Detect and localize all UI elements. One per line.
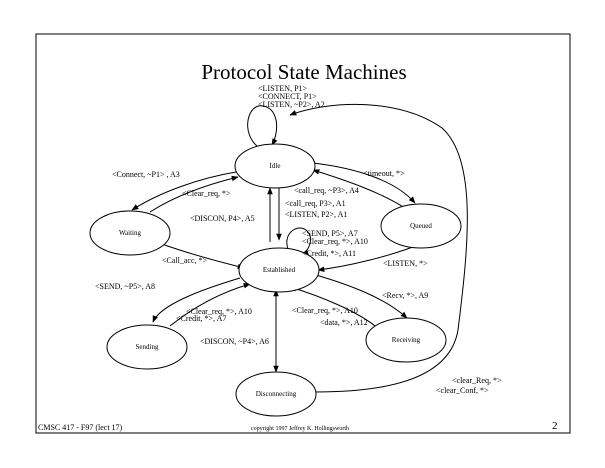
- state-disconnecting-node: [235, 371, 317, 417]
- state-idle-label: Idle: [270, 162, 281, 170]
- label-waiting-to-idle: <Clear_req, *>: [182, 189, 231, 198]
- state-idle-node: [234, 143, 316, 189]
- state-established-label: Established: [263, 266, 296, 274]
- edge-waiting-to-idle: [149, 175, 239, 213]
- label-est-self-2: <Clear_req, *>, A10: [302, 237, 368, 246]
- state-established-node: [238, 247, 320, 293]
- slide-frame: [35, 33, 571, 434]
- state-sending-label: Sending: [136, 343, 159, 351]
- label-waiting-to-established: <Call_acc, *>: [162, 256, 207, 265]
- label-est-self-1: <SEND, P5>, A7: [302, 229, 358, 238]
- label-established-to-receiving: <Recv, *>, A9: [382, 291, 428, 300]
- edge-queued-to-idle: [312, 169, 406, 209]
- edge-sending-to-established: [169, 283, 251, 327]
- footer-copyright: copyright 1997 Jeffrey K. Hollingsworth: [251, 425, 349, 432]
- state-receiving-node: [365, 317, 447, 363]
- label-est-self-3: <Credit, *>, A11: [302, 249, 356, 258]
- label-idle-to-waiting: <Connect, ~P1> , A3: [112, 170, 180, 179]
- edge-waiting-to-established: [161, 243, 245, 270]
- edge-established-to-receiving: [315, 274, 408, 319]
- edge-queued-to-established: [317, 244, 419, 272]
- label-queued-to-idle: <call_req, ~P3>, A4: [294, 186, 359, 195]
- edge-idle-to-queued: [312, 162, 416, 204]
- label-established-to-idle: <DISCON, P4>, A5: [190, 214, 255, 223]
- label-established-to-sending: <SEND, ~P5>, A8: [95, 282, 155, 291]
- label-idle-self-3: <LISTEN, ~P2>, A2: [258, 100, 325, 109]
- label-idle-to-established-1: <call_req, P3>, A1: [285, 199, 346, 208]
- edge-receiving-to-established: [289, 286, 381, 331]
- state-receiving-label: Receiving: [392, 336, 421, 344]
- transition-edges: [131, 103, 468, 393]
- label-receiving-to-established-1: <Clear_req, *>, A10: [292, 306, 358, 315]
- label-idle-self-2: <CONNECT, P1>: [258, 92, 317, 101]
- label-established-to-disconnecting: <DISCON, ~P4>, A6: [200, 337, 269, 346]
- edge-established-self: [286, 227, 311, 255]
- label-sending-to-established-2: <Credit, *>, A7: [176, 314, 226, 323]
- state-queued-label: Queued: [410, 222, 432, 230]
- label-sending-to-established-1: <Clear_req, *>, A10: [186, 307, 252, 316]
- state-disconnecting-label: Disconnecting: [256, 390, 297, 398]
- state-queued-node: [380, 203, 462, 249]
- label-idle-to-established-2: <LISTEN, P2>, A1: [285, 210, 347, 219]
- edge-disconnecting-to-idle: [289, 103, 468, 393]
- edge-idle-to-waiting: [131, 171, 237, 211]
- edge-idle-self: [247, 105, 278, 148]
- state-waiting-node: [89, 210, 171, 256]
- page-number: 2: [552, 420, 558, 432]
- label-idle-to-queued: <timeout, *>: [363, 169, 405, 178]
- edge-established-to-sending: [152, 277, 241, 323]
- footer-course: CMSC 417 - F97 (lect 17): [38, 423, 123, 432]
- label-disconnecting-to-idle-1: <clear_Req, *>: [452, 376, 502, 385]
- label-idle-self-1: <LISTEN, P1>: [258, 84, 308, 93]
- label-queued-to-established: <LISTEN, *>: [383, 259, 428, 268]
- state-waiting-label: Waiting: [119, 229, 141, 237]
- state-sending-node: [106, 324, 188, 370]
- slide-title: Protocol State Machines: [201, 60, 406, 84]
- label-disconnecting-to-idle-2: <clear_Conf, *>: [436, 386, 489, 395]
- label-receiving-to-established-2: <data, *>, A12: [320, 318, 368, 327]
